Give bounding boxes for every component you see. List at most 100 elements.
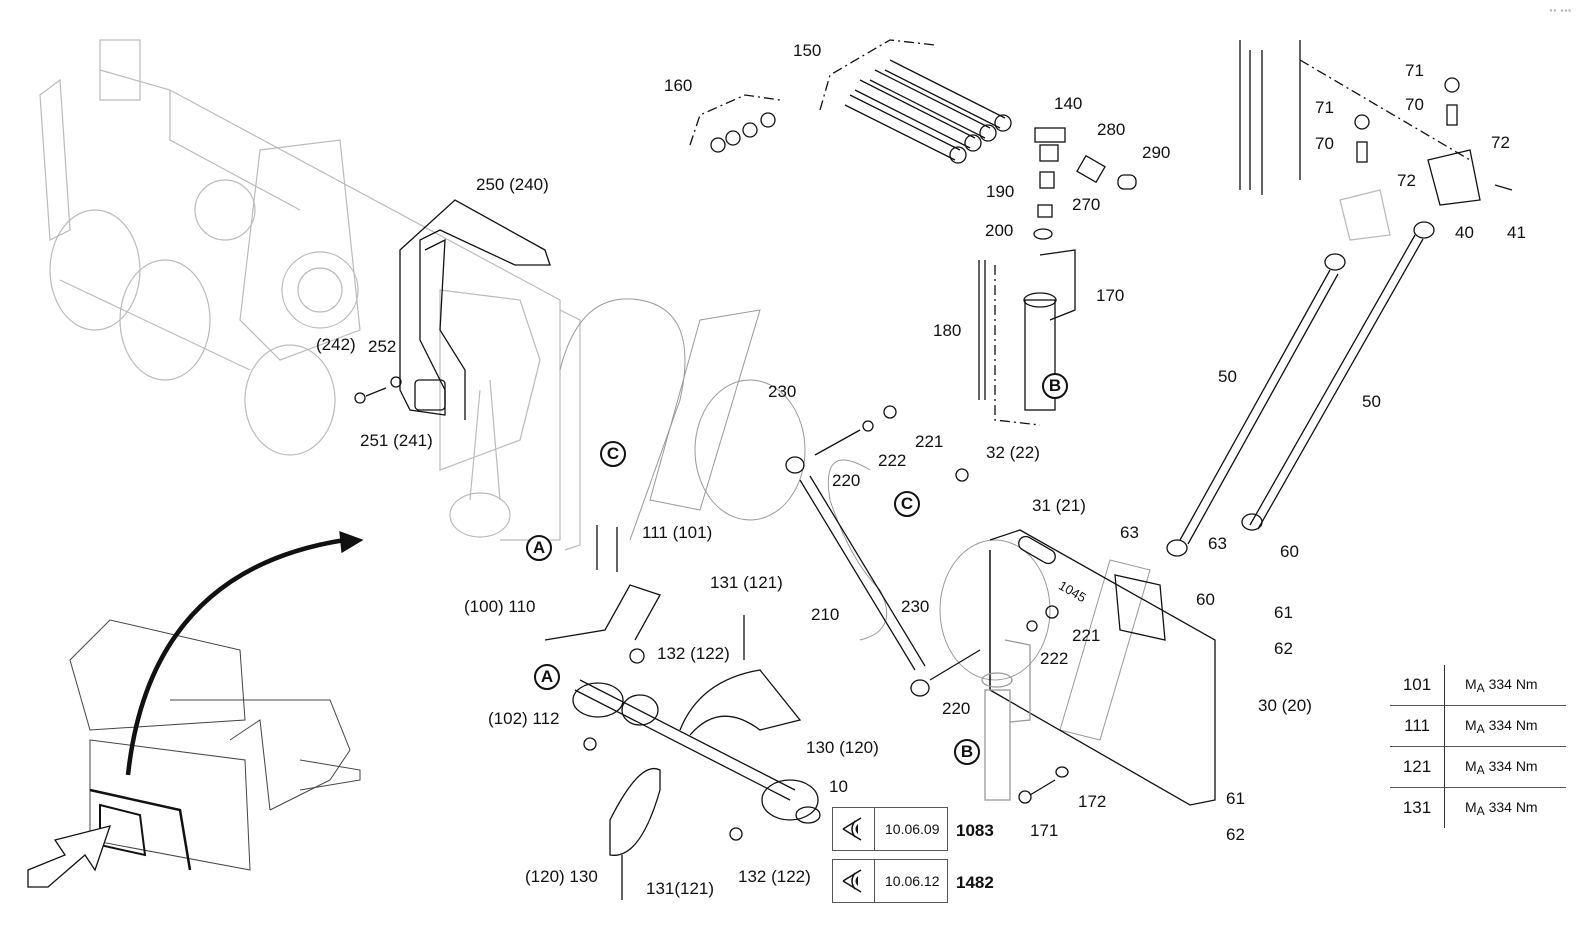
- part-label-p170[interactable]: 170: [1096, 286, 1125, 305]
- part-label-p110[interactable]: (100) 110: [464, 597, 536, 616]
- part-label-p70b[interactable]: 70: [1315, 134, 1334, 153]
- part-label-p172[interactable]: 172: [1078, 792, 1107, 811]
- reference-marker-c: C: [600, 441, 626, 467]
- part-label-p63a[interactable]: 63: [1120, 523, 1139, 542]
- part-label-p230a[interactable]: 230: [768, 382, 797, 401]
- part-label-p72a[interactable]: 72: [1491, 133, 1510, 152]
- eye-icon: [833, 860, 875, 902]
- part-label-p41[interactable]: 41: [1507, 223, 1526, 242]
- hoses-150: [819, 39, 1012, 164]
- torque-position: 101: [1390, 665, 1445, 706]
- part-label-p242[interactable]: (242): [316, 335, 356, 354]
- torque-value: MA 334 Nm: [1444, 746, 1566, 788]
- part-label-p111[interactable]: 111 (101): [642, 523, 713, 542]
- torque-row: 101 MA 334 Nm: [1390, 665, 1566, 706]
- bolt-171: [1018, 766, 1069, 804]
- mount-cylinder-170: [978, 249, 1076, 426]
- part-label-p221b[interactable]: 221: [1072, 626, 1101, 645]
- part-label-p230b[interactable]: 230: [901, 597, 930, 616]
- part-label-p70a[interactable]: 70: [1405, 95, 1424, 114]
- torque-position: 111: [1390, 705, 1445, 747]
- torque-position: 131: [1390, 787, 1445, 828]
- part-label-p140[interactable]: 140: [1054, 94, 1083, 113]
- part-label-p132b[interactable]: 132 (122): [738, 867, 811, 886]
- side-plate-30: [989, 529, 1216, 806]
- part-label-p252[interactable]: 252: [368, 337, 397, 356]
- part-label-p131a[interactable]: 131 (121): [710, 573, 783, 592]
- reference-code: 10.06.09: [885, 821, 940, 837]
- part-label-p62a[interactable]: 62: [1274, 639, 1293, 658]
- part-label-p62b[interactable]: 62: [1226, 825, 1245, 844]
- machine-frame-context: [39, 39, 581, 551]
- part-label-p31[interactable]: 31 (21): [1032, 496, 1086, 515]
- part-label-p222b[interactable]: 222: [1040, 649, 1069, 668]
- fittings-160: [689, 94, 781, 153]
- part-label-p150[interactable]: 150: [793, 41, 822, 60]
- part-label-p290[interactable]: 290: [1142, 143, 1171, 162]
- part-label-p180[interactable]: 180: [933, 321, 962, 340]
- part-label-p50a[interactable]: 50: [1218, 367, 1237, 386]
- cross-reference-box[interactable]: 10.06.12: [832, 859, 948, 903]
- part-label-p171[interactable]: 171: [1030, 821, 1059, 840]
- part-label-p40[interactable]: 40: [1455, 223, 1474, 242]
- wall-hanger-assembly: [1239, 40, 1513, 241]
- bracket-250: [354, 199, 551, 420]
- part-label-p72b[interactable]: 72: [1397, 171, 1416, 190]
- part-label-p71b[interactable]: 71: [1315, 98, 1334, 117]
- auger-shaft-10: [544, 525, 821, 900]
- viewing-direction-arrow: [27, 825, 112, 888]
- mount-cylinder-lower: [981, 639, 1031, 801]
- part-label-p220a[interactable]: 220: [832, 471, 861, 490]
- corner-indicator: •▪ ▪▪▪: [1549, 6, 1572, 15]
- part-label-p71a[interactable]: 71: [1405, 61, 1424, 80]
- part-label-p270[interactable]: 270: [1072, 195, 1101, 214]
- part-label-p132a[interactable]: 132 (122): [657, 644, 730, 663]
- part-label-p190[interactable]: 190: [986, 182, 1015, 201]
- part-label-p280[interactable]: 280: [1097, 120, 1126, 139]
- eye-icon: [833, 808, 875, 850]
- struts-50: [1166, 221, 1435, 557]
- reference-marker-c: C: [894, 491, 920, 517]
- part-label-p222a[interactable]: 222: [878, 451, 907, 470]
- machine-overview-inset: [69, 619, 361, 871]
- part-label-p131b[interactable]: 131(121): [646, 879, 715, 898]
- watermark-shapes: [559, 298, 1151, 741]
- reference-marker-b: B: [1042, 373, 1068, 399]
- part-label-p220b[interactable]: 220: [942, 699, 971, 718]
- part-label-p160[interactable]: 160: [664, 76, 693, 95]
- reference-page: 1482: [956, 873, 994, 892]
- torque-value: MA 334 Nm: [1465, 675, 1538, 695]
- part-label-p61a[interactable]: 61: [1274, 603, 1293, 622]
- part-label-p50b[interactable]: 50: [1362, 392, 1381, 411]
- part-label-p63b[interactable]: 63: [1208, 534, 1227, 553]
- reference-page: 1083: [956, 821, 994, 840]
- callout-arrow: [125, 537, 346, 776]
- part-label-p251[interactable]: 251 (241): [360, 431, 433, 450]
- part-label-p60b[interactable]: 60: [1196, 590, 1215, 609]
- part-label-p61b[interactable]: 61: [1226, 789, 1245, 808]
- part-label-p130a[interactable]: 130 (120): [806, 738, 879, 757]
- strut-210: [785, 405, 1059, 697]
- part-label-p210[interactable]: 210: [811, 605, 840, 624]
- part-label-p130b[interactable]: (120) 130: [525, 867, 598, 886]
- tee-fitting-assembly: [1033, 127, 1137, 240]
- torque-position: 121: [1390, 746, 1445, 788]
- torque-value: MA 334 Nm: [1444, 705, 1566, 747]
- part-label-p60a[interactable]: 60: [1280, 542, 1299, 561]
- part-label-p32[interactable]: 32 (22): [986, 443, 1040, 462]
- part-label-p112[interactable]: (102) 112: [488, 709, 560, 728]
- part-label-p10[interactable]: 10: [829, 777, 848, 796]
- part-label-p221a[interactable]: 221: [915, 432, 944, 451]
- cross-reference-box[interactable]: 10.06.09: [832, 807, 948, 851]
- part-label-p250[interactable]: 250 (240): [476, 175, 549, 194]
- torque-value: MA 334 Nm: [1444, 787, 1566, 828]
- part-label-p30[interactable]: 30 (20): [1258, 696, 1312, 715]
- part-label-p200[interactable]: 200: [985, 221, 1014, 240]
- reference-marker-a: A: [534, 664, 560, 690]
- reference-code: 10.06.12: [885, 873, 940, 889]
